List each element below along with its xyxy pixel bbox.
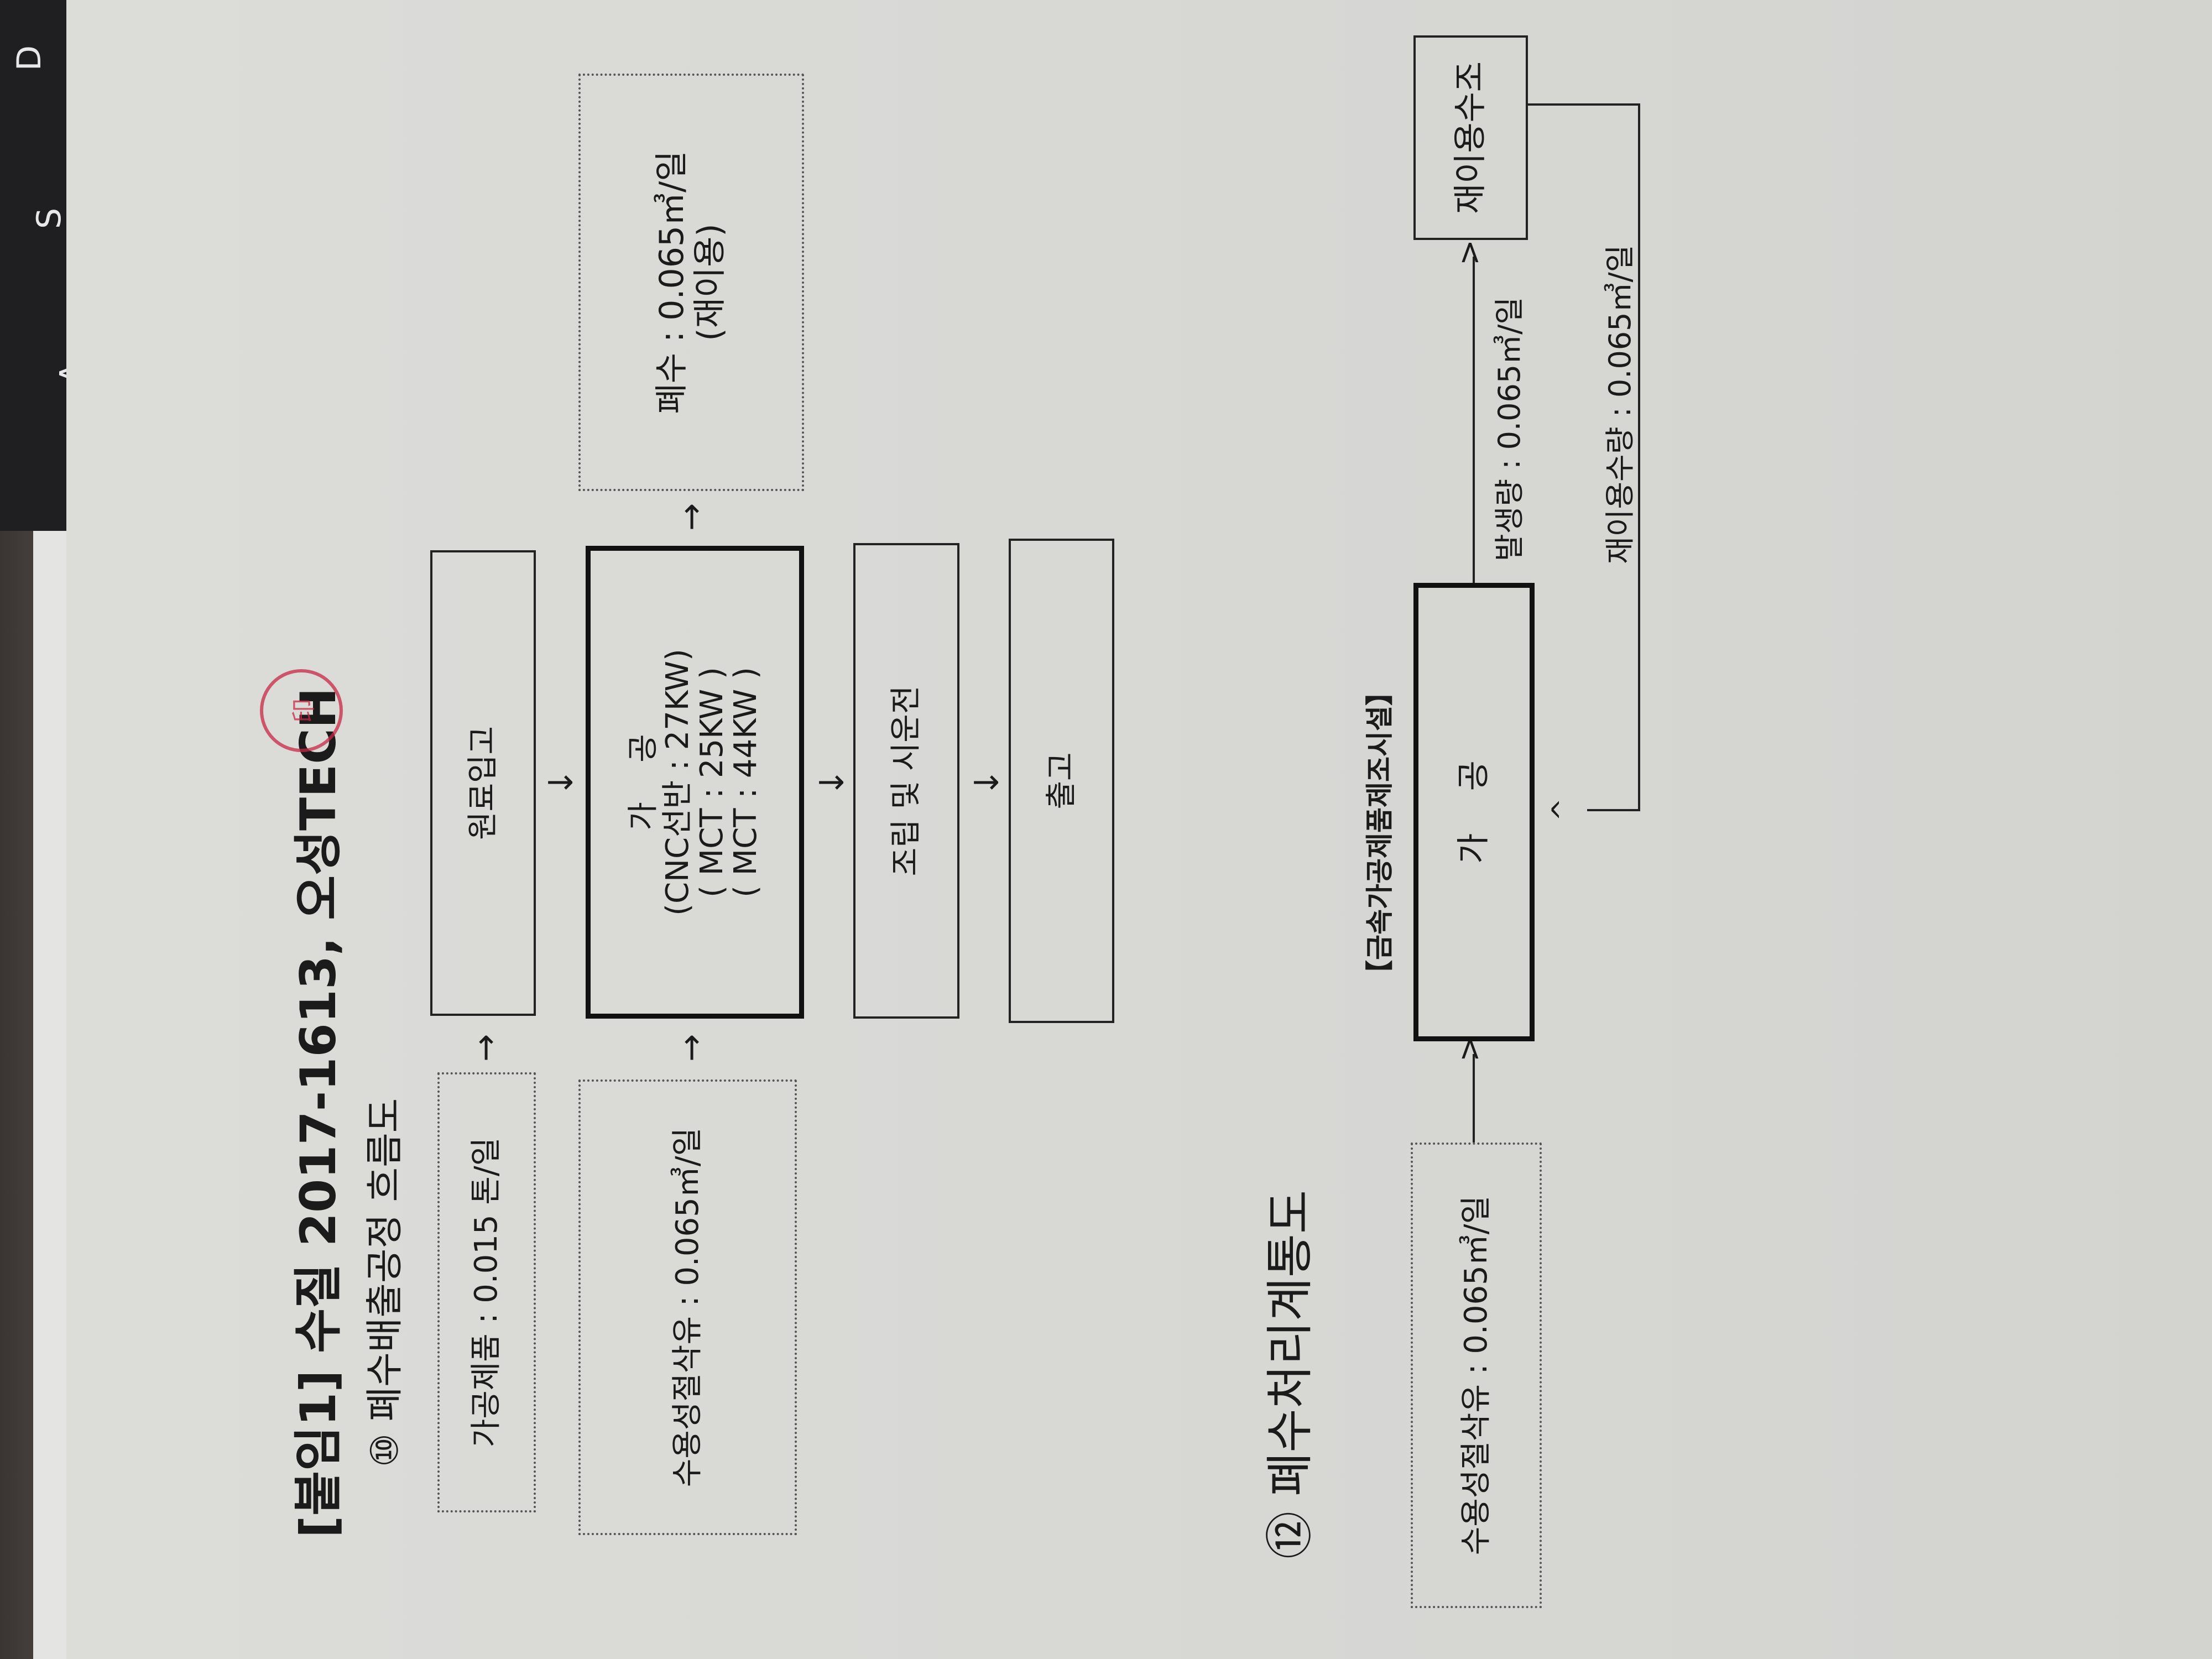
return-line [1587,809,1639,811]
process-line-mct2: ( MCT : 44KW ) [728,667,764,898]
company-seal-stamp: 印 [260,669,343,752]
wt-input-oil-label: 수용성절삭유 : 0.065㎥/일 [1458,1195,1494,1556]
assembly-box: 조립 및 시운전 [853,543,959,1019]
wt-input-oil-box: 수용성절삭유 : 0.065㎥/일 [1411,1142,1542,1608]
assembly-label: 조립 및 시운전 [888,685,925,877]
return-line [1528,103,1640,106]
shipping-label: 출고 [1043,752,1079,810]
waste-reuse-note: (재이용) [691,223,729,341]
arrow-up-icon: ^ [1546,798,1578,821]
input-product-box: 가공제품 : 0.015 톤/일 [437,1072,536,1512]
generated-amount-label: 발생량 : 0.065㎥/일 [1492,296,1527,561]
arrow-down-icon: ↓ [813,768,852,796]
raw-material-box: 원료입고 [430,550,536,1016]
arrow-right-icon: → [672,503,711,531]
waste-amount: 폐수 : 0.065㎥/일 [653,150,691,414]
process-box: 가 공 (CNC선반 : 27KW) ( MCT : 25KW ) ( MCT … [586,546,804,1019]
facility-label: 【금속가공제품제조시설】 [1364,678,1396,988]
connector-line [1473,1054,1475,1142]
stamp-text: 印 [290,698,318,723]
raw-material-label: 원료입고 [465,726,501,841]
arrow-right-icon: → [466,1034,505,1062]
waste-water-box: 폐수 : 0.065㎥/일 (재이용) [578,74,804,491]
reuse-tank-box: 재이용수조 [1413,35,1528,240]
arrow-head-icon: > [1452,239,1488,265]
arrow-down-icon: ↓ [968,768,1006,796]
section10-heading: ⑩ 폐수배출공정 흐름도 [363,1098,407,1467]
connector-line [1473,257,1475,583]
input-product-label: 가공제품 : 0.015 톤/일 [468,1137,505,1448]
arrow-right-icon: → [672,1034,711,1062]
reuse-amount-label: 재이용수량 : 0.065㎥/일 [1603,244,1637,564]
wt-process-label: 가 공 [1454,760,1493,864]
arrow-down-icon: ↓ [542,768,581,796]
process-line-mct1: ( MCT : 25KW ) [693,667,730,898]
wt-process-box: 가 공 [1413,583,1535,1041]
shipping-box: 출고 [1009,539,1114,1023]
reuse-tank-label: 재이용수조 [1451,61,1490,214]
process-title: 가 공 [625,734,662,831]
input-oil-label: 수용성절삭유 : 0.065㎥/일 [669,1127,706,1488]
input-oil-box: 수용성절삭유 : 0.065㎥/일 [578,1079,797,1535]
process-line-cnc: (CNC선반 : 27KW) [659,649,696,916]
section12-heading: ⑫ 폐수처리계통도 [1262,1190,1318,1559]
document-title: [붙임1] 수질 2017-1613, 오성TECH [290,687,347,1538]
